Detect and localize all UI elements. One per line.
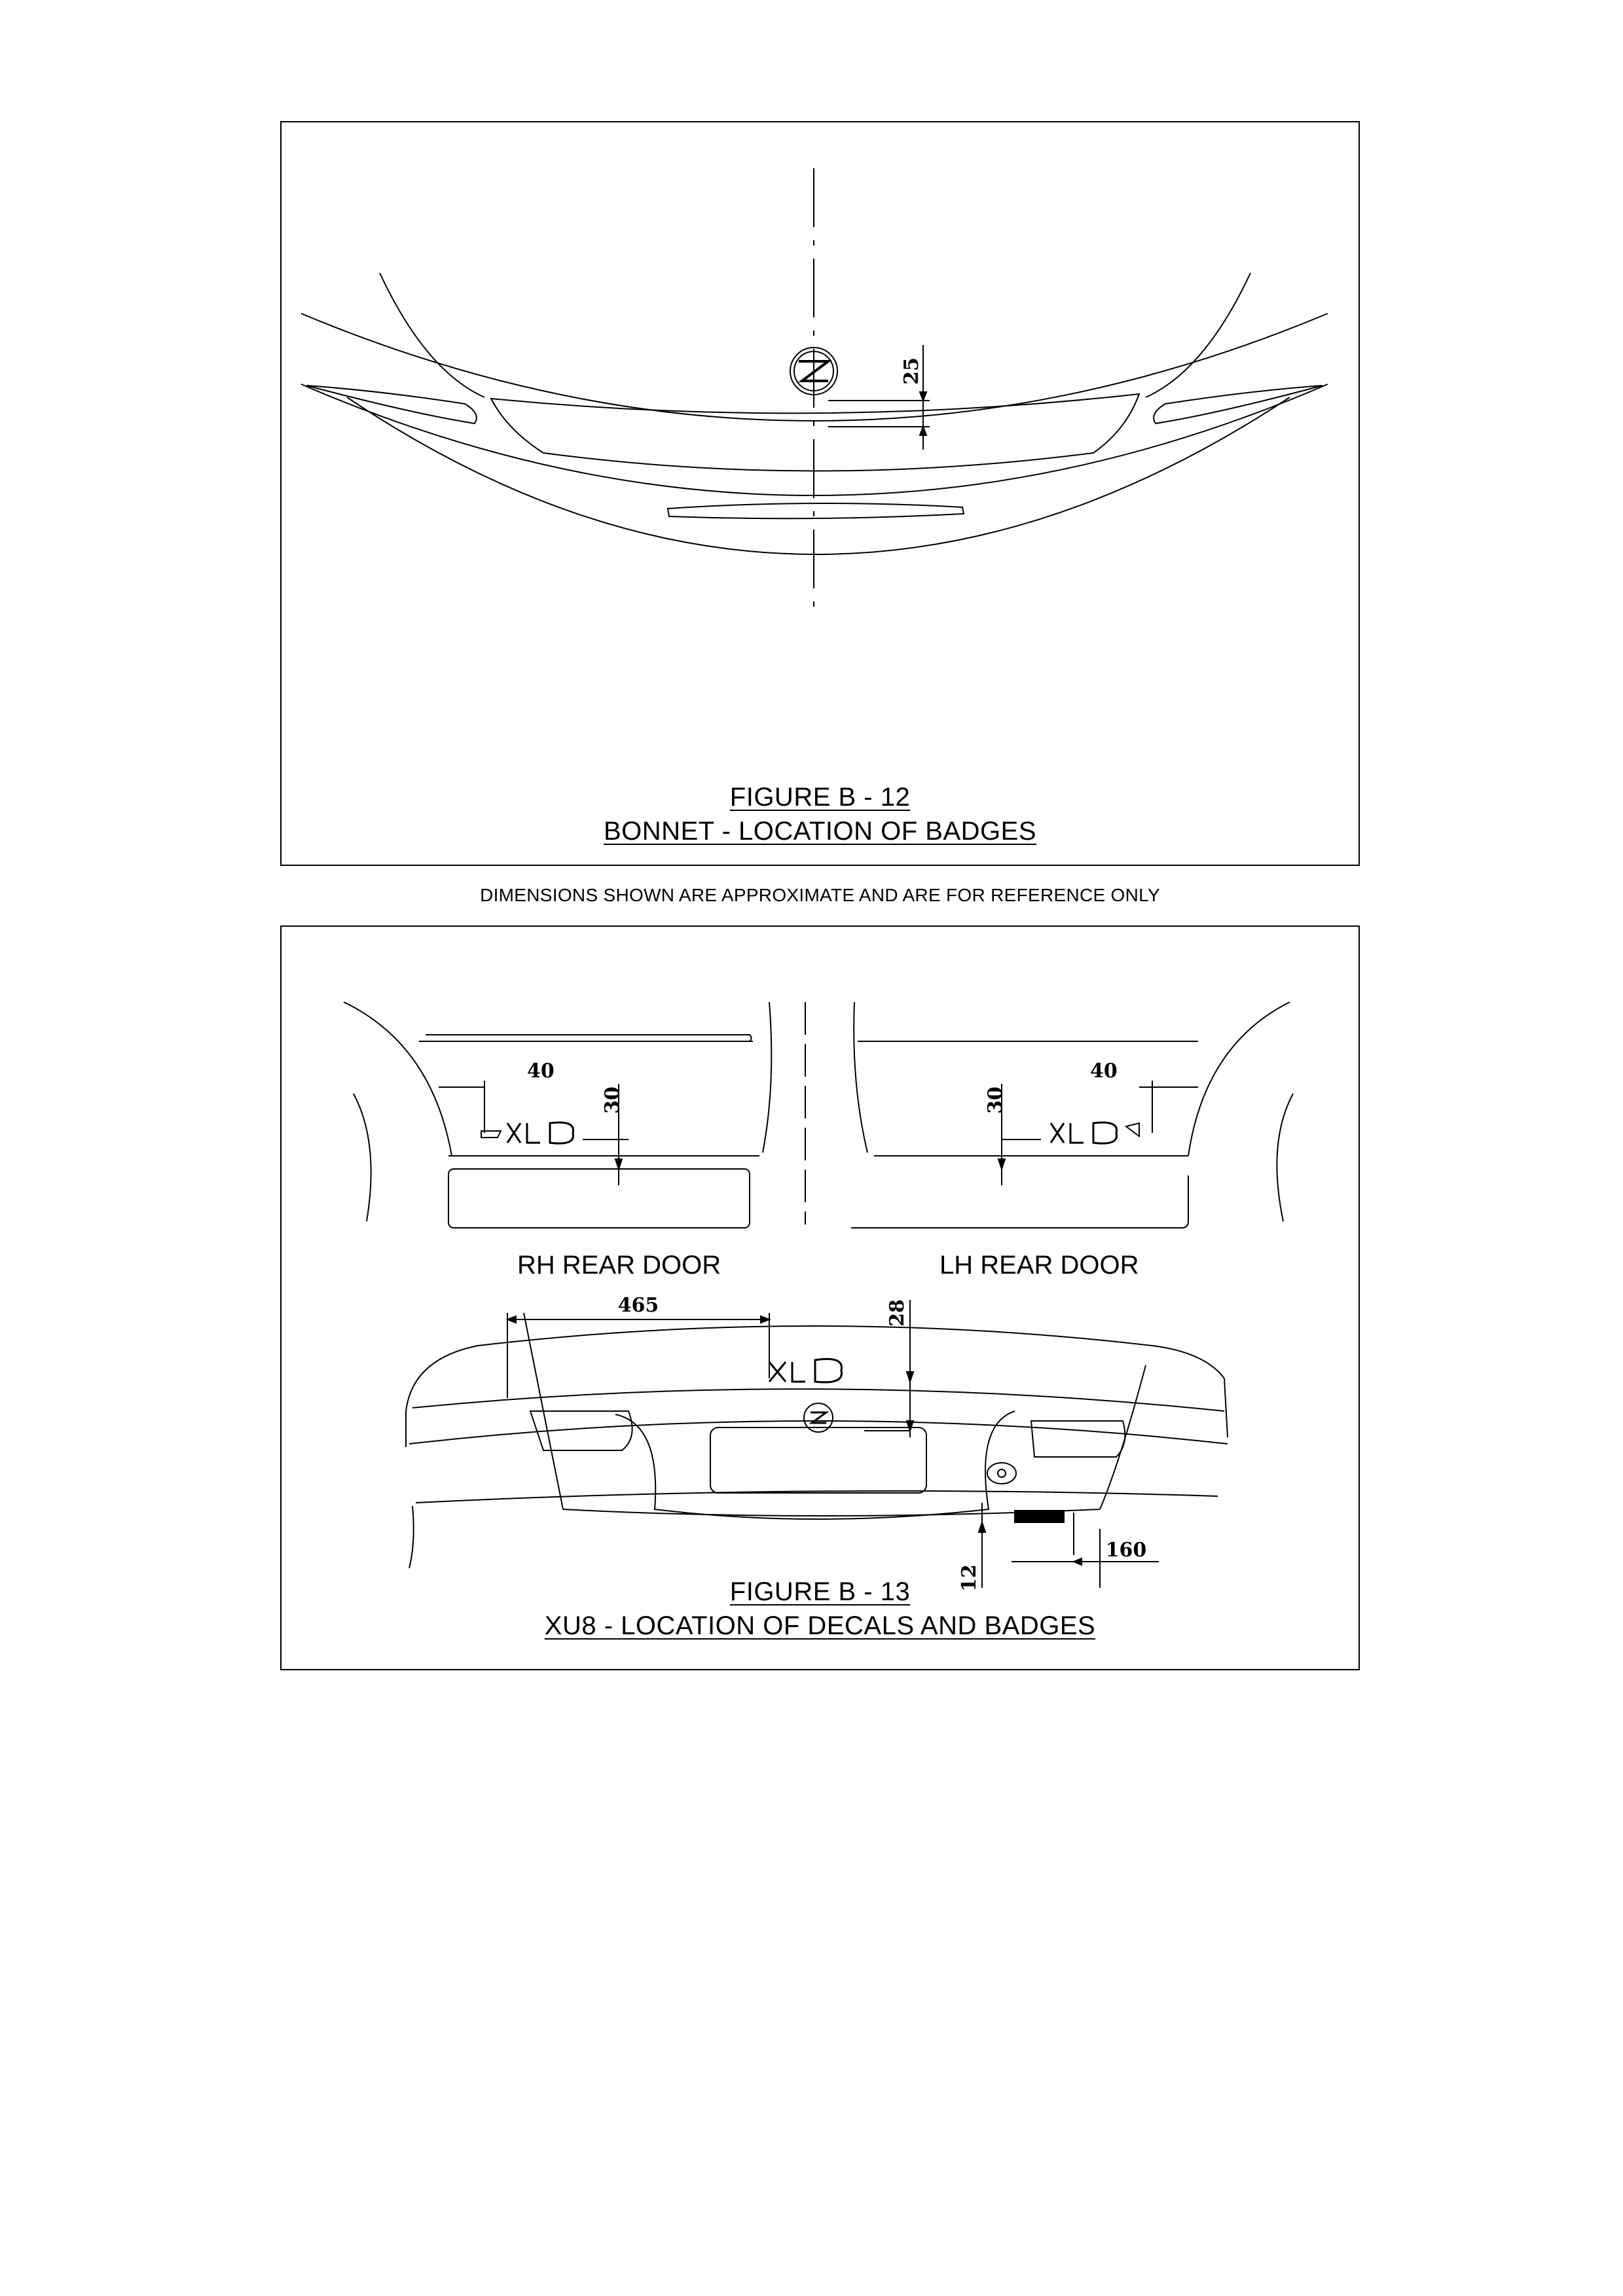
boot-rear-view: 465 28 12 160 (406, 1294, 1228, 1592)
rh-door-xu8-decal (481, 1122, 574, 1143)
rh-rear-door-label: RH REAR DOOR (517, 1251, 721, 1280)
figure-b13-subtitle: XU8 - LOCATION OF DECALS AND BADGES (545, 1611, 1095, 1640)
left-headlamp-line (380, 273, 484, 397)
grille-opening (491, 394, 1139, 471)
small-badge (1015, 1511, 1064, 1522)
reference-note: DIMENSIONS SHOWN ARE APPROXIMATE AND ARE… (280, 885, 1360, 906)
boot-dim-offset: 465 (618, 1294, 659, 1317)
lh-rear-door-label: LH REAR DOOR (939, 1251, 1139, 1280)
boot-dim-side: 160 (1106, 1539, 1147, 1562)
figure-b13-frame: 40 30 40 (280, 925, 1360, 1670)
lh-door-dim-horizontal: 40 (1090, 1060, 1118, 1083)
right-side-lamp (1154, 386, 1322, 423)
rh-door-dim-horizontal: 40 (527, 1060, 555, 1083)
rh-door-dim-vertical: 30 (601, 1086, 624, 1114)
lh-door-xu8-decal (1051, 1122, 1139, 1143)
boot-lock (987, 1463, 1016, 1484)
bonnet-dimension-label: 25 (900, 357, 923, 385)
boot-xu8-decal (769, 1359, 842, 1382)
bonnet-dimension: 25 (828, 345, 930, 450)
figure-b12-frame: 25 FIGURE B - 12 BONNET - LOCATION OF BA… (280, 121, 1360, 866)
lower-intake (668, 503, 964, 518)
left-side-lamp (306, 386, 477, 423)
lh-rear-door: 40 30 (851, 1002, 1293, 1228)
right-tail-lamp (1031, 1421, 1125, 1457)
figure-b12-subtitle: BONNET - LOCATION OF BADGES (604, 817, 1036, 846)
xu8-drawing: 40 30 40 (282, 927, 1359, 1669)
lh-door-dim-vertical: 30 (984, 1086, 1007, 1114)
right-headlamp-line (1146, 273, 1250, 397)
rh-rear-door: 40 30 (344, 1002, 805, 1228)
figure-b13-caption: FIGURE B - 13 XU8 - LOCATION OF DECALS A… (282, 1575, 1359, 1643)
number-plate-area (710, 1427, 926, 1493)
boot-dim-height: 28 (886, 1299, 909, 1327)
figure-b12-caption: FIGURE B - 12 BONNET - LOCATION OF BADGE… (282, 780, 1359, 848)
bonnet-drawing: 25 (282, 122, 1359, 865)
figure-b13-title: FIGURE B - 13 (730, 1577, 910, 1606)
figure-b12-title: FIGURE B - 12 (730, 783, 910, 812)
